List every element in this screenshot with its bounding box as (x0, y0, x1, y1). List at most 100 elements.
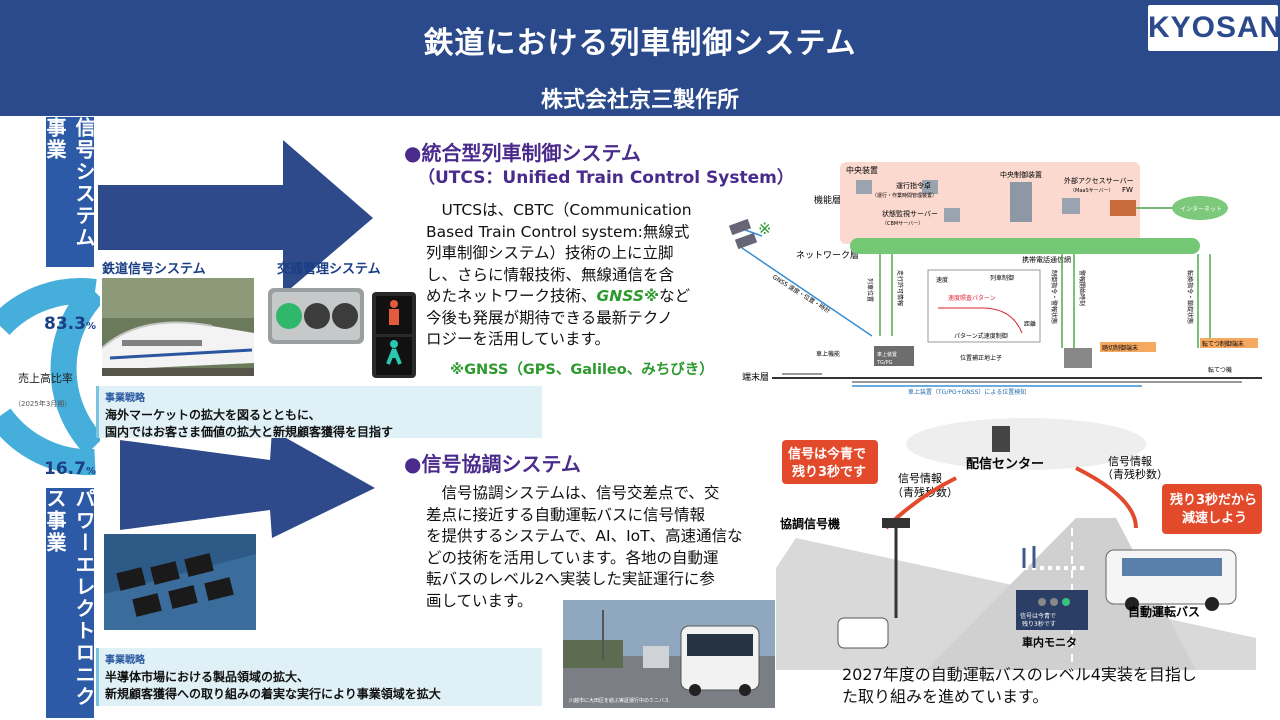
utcs-heading: ●統合型列車制御システム (404, 141, 641, 165)
svg-text:信号は今青で: 信号は今青で (788, 446, 866, 462)
utcs-body-line: 今後も発展が期待できる最新テクノ (426, 308, 673, 327)
ratio-note: （2025年3月期） (14, 400, 72, 408)
strategy-signal-heading: 事業戦略 (105, 393, 145, 404)
svg-text:運行指令卓: 運行指令卓 (896, 181, 931, 190)
strategy-signal-line-1: 海外マーケットの拡大を図るとともに、 (105, 408, 321, 422)
central-control-icon (1010, 182, 1032, 222)
layer-network: ネットワーク層 (796, 250, 859, 261)
ratio-label: 売上高比率 (18, 372, 73, 385)
svg-text:TG/PG: TG/PG (876, 360, 893, 366)
signal-coop-body: 信号協調システムは、信号交差点で、交 差点に接近する自動運転バスに信号情報 を提… (426, 483, 772, 612)
point-terminal-label (1200, 338, 1258, 348)
svg-text:走行許可情報: 走行許可情報 (896, 270, 904, 306)
command-pc-icon-2 (922, 180, 938, 194)
gnss-footnote: ※GNSS（GPS、Galileo、みちびき） (450, 362, 714, 378)
utcs-diagram: 中央装置 機能層 ネットワーク層 端末層 運行指令卓 （運行・作業時間管理装置）… (728, 162, 1262, 396)
svg-text:FW: FW (1122, 186, 1133, 194)
svg-text:（青残秒数）: （青残秒数） (892, 485, 958, 499)
bubble-left (782, 440, 878, 484)
svg-text:転てつ機: 転てつ機 (1208, 366, 1232, 374)
signal-coop-line: 画しています。 (426, 591, 533, 610)
utcs-body-line: Based Train Control system:無線式 (426, 222, 690, 241)
svg-text:（運行・作業時間管理装置）: （運行・作業時間管理装置） (872, 192, 937, 199)
in-car-monitor-icon (1016, 590, 1088, 630)
signal-coop-caption: 2027年度の自動運転バスのレベル4実装を目指し た取り組みを進めています。 (842, 664, 1262, 708)
utcs-body-line: UTCSは、CBTC（Communication (426, 201, 692, 219)
server-icon (944, 208, 960, 222)
svg-text:踏切制御端末: 踏切制御端末 (1102, 344, 1138, 352)
crossing-icon (1064, 348, 1092, 368)
signal-coop-line: 転バスのレベル2へ実装した実証運行に参 (426, 570, 715, 588)
satellite-icon-2 (734, 232, 758, 250)
svg-text:速度照査パターン: 速度照査パターン (948, 294, 996, 302)
svg-text:転換指令・鎖錠状態: 転換指令・鎖錠状態 (1186, 270, 1194, 324)
utcs-body-line: し、さらに情報技術、無線通信を含 (426, 265, 675, 284)
caption-line-1: 2027年度の自動運転バスのレベル4実装を目指し (842, 665, 1197, 684)
svg-text:制御指令・警報状態: 制御指令・警報状態 (1050, 270, 1058, 324)
center-server-icon (992, 426, 1010, 452)
share-signal: 83.3% (44, 314, 96, 334)
svg-text:配信センター: 配信センター (966, 456, 1044, 472)
crossing-terminal-label (1100, 342, 1156, 352)
svg-text:信号情報: 信号情報 (898, 472, 942, 485)
utcs-body-line: めたネットワーク技術、GNSS※など (426, 287, 691, 305)
pedestrian-light-photo (372, 292, 416, 378)
strategy-power-line-1: 半導体市場における製品領域の拡大、 (105, 670, 310, 684)
network-pipe (850, 238, 1200, 254)
external-server-icon (1062, 198, 1080, 214)
strategy-power-line-2: 新規顧客獲得への取り組みの着実な実行により事業領域を拡大 (105, 687, 441, 701)
svg-text:外部アクセスサーバー: 外部アクセスサーバー (1064, 176, 1134, 185)
satellite-icon (728, 218, 752, 236)
svg-text:携帯電話通信網: 携帯電話通信網 (1022, 255, 1071, 264)
traffic-light-photo (268, 288, 364, 344)
svg-text:信号情報: 信号情報 (1108, 455, 1152, 468)
svg-text:※: ※ (758, 219, 771, 238)
signal-coop-line: を提供するシステムで、AI、IoT、高速通信な (426, 527, 743, 545)
layer-function: 機能層 (814, 194, 841, 206)
svg-text:GNSS 速度・位置・時計: GNSS 速度・位置・時計 (771, 273, 832, 315)
svg-text:列車制御: 列車制御 (990, 274, 1014, 282)
svg-text:（MaaSサーバー）: （MaaSサーバー） (1070, 188, 1114, 194)
svg-text:距離: 距離 (1024, 320, 1036, 328)
svg-text:信号は今青で: 信号は今青で (1020, 612, 1056, 620)
signal-coop-line: 信号協調システムは、信号交差点で、交 (426, 484, 720, 502)
coop-signal-icon (882, 518, 910, 528)
svg-text:速度: 速度 (936, 276, 948, 284)
internet-cloud-icon (1172, 196, 1228, 220)
utcs-body-line: 列車制御システム）技術の上に立脚 (426, 244, 674, 262)
gnss-inline: GNSS※ (596, 287, 660, 305)
utcs-body-line: ロジーを活用しています。 (426, 330, 610, 348)
svg-text:残り3秒だから: 残り3秒だから (1170, 492, 1257, 508)
semiconductor-board-photo (104, 534, 256, 630)
share-power: 16.7% (44, 459, 96, 479)
segment-ring (0, 278, 100, 476)
segment-band-power: パワーエレクトロニクス事業 (43, 488, 96, 718)
strategy-signal: 事業戦略 海外マーケットの拡大を図るとともに、 国内ではお客さま価値の拡大と新規… (96, 386, 542, 439)
bus-photo-caption: 川越市に大田区を結ぶ実証運行中のミニバス (569, 697, 669, 704)
svg-text:警報開始時刻: 警報開始時刻 (1078, 270, 1086, 306)
svg-text:位置補正地上子: 位置補正地上子 (960, 354, 1002, 362)
bubble-right (1162, 484, 1262, 534)
signal-coop-heading: ●信号協調システム (404, 452, 581, 476)
caption-line-2: た取り組みを進めています。 (842, 687, 1049, 706)
svg-text:減速しよう: 減速しよう (1182, 510, 1247, 526)
svg-text:協調信号機: 協調信号機 (780, 516, 840, 531)
strategy-power-heading: 事業戦略 (105, 655, 145, 666)
svg-text:インターネット: インターネット (1180, 205, 1222, 213)
signal-coop-illustration: 信号は今青で 残り3秒です 配信センター 信号情報 （青残秒数） 信号情報 （青… (776, 418, 1262, 670)
kyosan-logo: KYOSAN (1148, 5, 1280, 51)
svg-text:（CBMサーバー）: （CBMサーバー） (882, 221, 923, 227)
strategy-signal-line-2: 国内ではお客さま価値の拡大と新規顧客獲得を目指す (105, 425, 394, 439)
arrow-top (98, 140, 373, 295)
bus-photo: 川越市に大田区を結ぶ実証運行中のミニバス (563, 600, 775, 708)
svg-text:状態監視サーバー: 状態監視サーバー (882, 209, 938, 218)
svg-text:列車位置: 列車位置 (866, 278, 874, 302)
svg-text:転てつ制御端末: 転てつ制御端末 (1202, 340, 1244, 348)
strategy-power: 事業戦略 半導体市場における製品領域の拡大、 新規顧客獲得への取り組みの着実な実… (96, 648, 542, 706)
svg-text:車上装置（TG/PG+GNSS）による位置検知: 車上装置（TG/PG+GNSS）による位置検知 (908, 388, 1026, 396)
car-icon (837, 617, 889, 649)
svg-text:中央制御装置: 中央制御装置 (1000, 170, 1042, 179)
command-pc-icon (856, 180, 872, 194)
utcs-body: UTCSは、CBTC（Communication Based Train Con… (426, 200, 726, 351)
shinkansen-photo (102, 278, 254, 376)
